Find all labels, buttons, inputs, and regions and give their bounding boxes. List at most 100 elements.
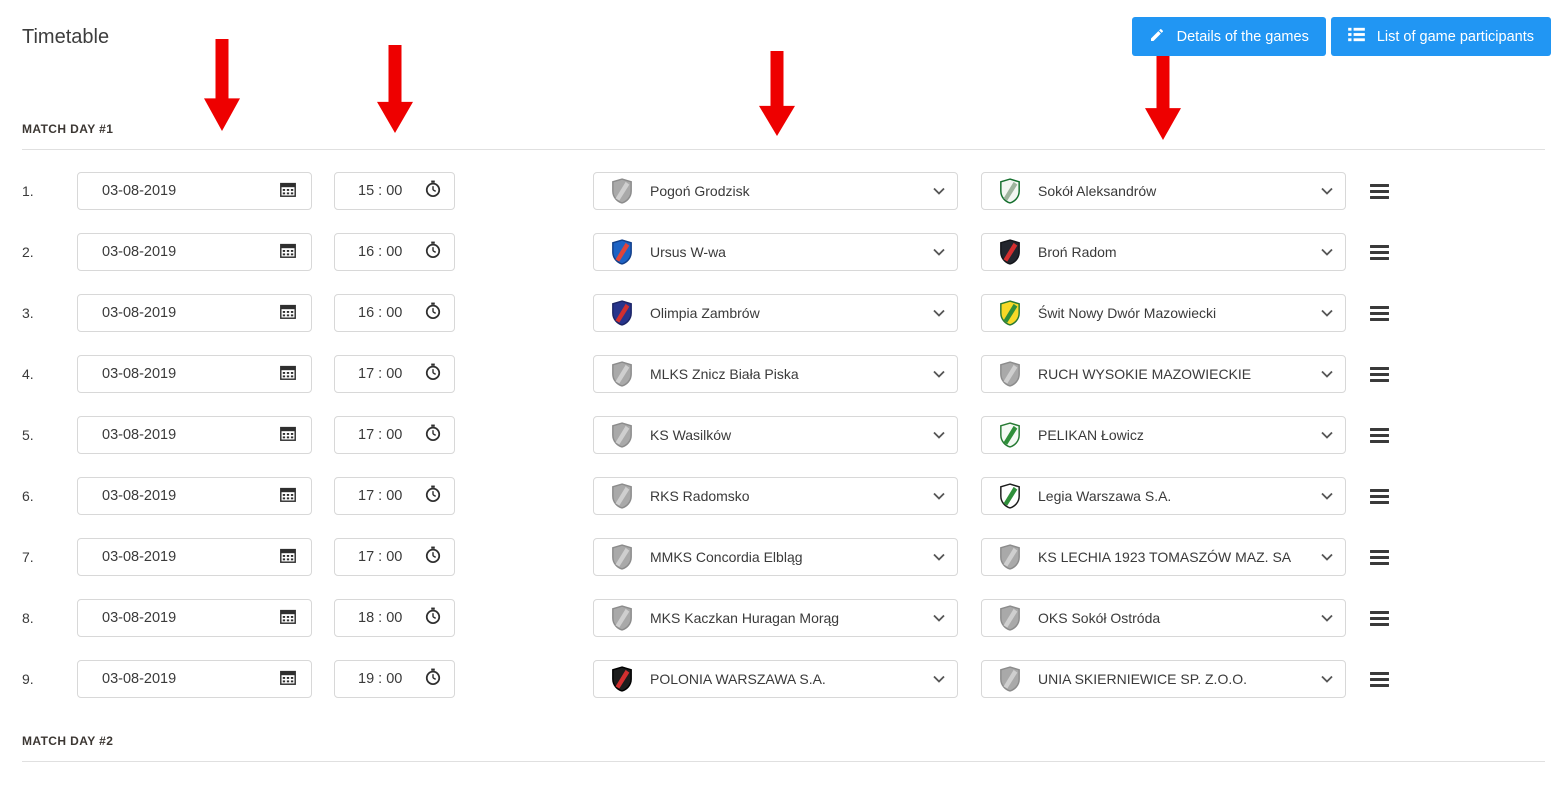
match-number: 4. xyxy=(22,366,34,382)
match-number: 2. xyxy=(22,244,34,260)
calendar-icon[interactable] xyxy=(279,363,297,386)
match-row: 3. 03-08-2019 16 : 00 Olimpia Zambrów xyxy=(22,294,1545,332)
chevron-down-icon xyxy=(933,365,945,383)
calendar-icon[interactable] xyxy=(279,546,297,569)
home-team-select[interactable]: Ursus W-wa xyxy=(593,233,958,271)
calendar-icon[interactable] xyxy=(279,180,297,203)
away-team-select[interactable]: OKS Sokół Ostróda xyxy=(981,599,1346,637)
clock-icon[interactable] xyxy=(425,607,441,630)
away-team-crest-icon xyxy=(1000,178,1020,204)
matchday-1-heading: MATCH DAY #1 xyxy=(22,122,114,136)
home-team-select[interactable]: MLKS Znicz Biała Piska xyxy=(593,355,958,393)
match-date-value: 03-08-2019 xyxy=(102,244,177,260)
away-team-select[interactable]: Legia Warszawa S.A. xyxy=(981,477,1346,515)
match-date-input[interactable]: 03-08-2019 xyxy=(77,355,312,393)
matchday-2-divider xyxy=(22,761,1545,762)
chevron-down-icon xyxy=(1321,243,1333,261)
away-team-select[interactable]: Świt Nowy Dwór Mazowiecki xyxy=(981,294,1346,332)
row-drag-handle-icon[interactable] xyxy=(1370,544,1389,571)
match-number: 3. xyxy=(22,305,34,321)
home-team-select[interactable]: RKS Radomsko xyxy=(593,477,958,515)
away-team-select[interactable]: Broń Radom xyxy=(981,233,1346,271)
match-date-input[interactable]: 03-08-2019 xyxy=(77,477,312,515)
match-time-input[interactable]: 17 : 00 xyxy=(334,538,455,576)
match-time-input[interactable]: 15 : 00 xyxy=(334,172,455,210)
chevron-down-icon xyxy=(933,426,945,444)
home-team-name: Ursus W-wa xyxy=(650,244,726,260)
chevron-down-icon xyxy=(1321,487,1333,505)
chevron-down-icon xyxy=(933,243,945,261)
home-team-select[interactable]: MMKS Concordia Elbląg xyxy=(593,538,958,576)
away-team-name: Świt Nowy Dwór Mazowiecki xyxy=(1038,305,1217,321)
match-date-value: 03-08-2019 xyxy=(102,610,177,626)
clock-icon[interactable] xyxy=(425,363,441,386)
row-drag-handle-icon[interactable] xyxy=(1370,178,1389,205)
chevron-down-icon xyxy=(933,487,945,505)
row-drag-handle-icon[interactable] xyxy=(1370,483,1389,510)
details-of-games-label: Details of the games xyxy=(1176,28,1309,45)
row-drag-handle-icon[interactable] xyxy=(1370,666,1389,693)
match-date-input[interactable]: 03-08-2019 xyxy=(77,660,312,698)
clock-icon[interactable] xyxy=(425,180,441,203)
pencil-icon xyxy=(1149,27,1165,47)
match-date-input[interactable]: 03-08-2019 xyxy=(77,538,312,576)
match-date-input[interactable]: 03-08-2019 xyxy=(77,416,312,454)
list-of-participants-label: List of game participants xyxy=(1376,28,1534,45)
match-time-input[interactable]: 17 : 00 xyxy=(334,477,455,515)
match-date-input[interactable]: 03-08-2019 xyxy=(77,599,312,637)
calendar-icon[interactable] xyxy=(279,668,297,691)
clock-icon[interactable] xyxy=(425,546,441,569)
away-team-name: OKS Sokół Ostróda xyxy=(1038,610,1161,626)
match-row: 1. 03-08-2019 15 : 00 Pogoń Grodzisk xyxy=(22,172,1545,210)
annotation-arrow-time-column xyxy=(377,45,413,133)
home-team-select[interactable]: Pogoń Grodzisk xyxy=(593,172,958,210)
match-time-input[interactable]: 17 : 00 xyxy=(334,416,455,454)
clock-icon[interactable] xyxy=(425,424,441,447)
matchday-2-heading: MATCH DAY #2 xyxy=(22,734,114,748)
match-date-input[interactable]: 03-08-2019 xyxy=(77,233,312,271)
home-team-name: Olimpia Zambrów xyxy=(650,305,760,321)
match-time-value: 16 : 00 xyxy=(358,305,403,321)
calendar-icon[interactable] xyxy=(279,241,297,264)
away-team-name: UNIA SKIERNIEWICE SP. Z.O.O. xyxy=(1038,671,1248,687)
match-date-input[interactable]: 03-08-2019 xyxy=(77,294,312,332)
match-time-input[interactable]: 18 : 00 xyxy=(334,599,455,637)
row-drag-handle-icon[interactable] xyxy=(1370,361,1389,388)
calendar-icon[interactable] xyxy=(279,485,297,508)
home-team-select[interactable]: POLONIA WARSZAWA S.A. xyxy=(593,660,958,698)
chevron-down-icon xyxy=(1321,548,1333,566)
away-team-select[interactable]: KS LECHIA 1923 TOMASZÓW MAZ. SA xyxy=(981,538,1346,576)
clock-icon[interactable] xyxy=(425,302,441,325)
row-drag-handle-icon[interactable] xyxy=(1370,422,1389,449)
away-team-select[interactable]: PELIKAN Łowicz xyxy=(981,416,1346,454)
list-icon xyxy=(1347,27,1365,46)
match-time-input[interactable]: 16 : 00 xyxy=(334,233,455,271)
home-team-select[interactable]: Olimpia Zambrów xyxy=(593,294,958,332)
chevron-down-icon xyxy=(933,548,945,566)
clock-icon[interactable] xyxy=(425,241,441,264)
home-team-select[interactable]: KS Wasilków xyxy=(593,416,958,454)
row-drag-handle-icon[interactable] xyxy=(1370,605,1389,632)
calendar-icon[interactable] xyxy=(279,302,297,325)
clock-icon[interactable] xyxy=(425,668,441,691)
list-of-participants-button[interactable]: List of game participants xyxy=(1330,17,1551,56)
away-team-name: Broń Radom xyxy=(1038,244,1117,260)
row-drag-handle-icon[interactable] xyxy=(1370,300,1389,327)
away-team-select[interactable]: Sokół Aleksandrów xyxy=(981,172,1346,210)
chevron-down-icon xyxy=(1321,365,1333,383)
calendar-icon[interactable] xyxy=(279,607,297,630)
match-time-input[interactable]: 19 : 00 xyxy=(334,660,455,698)
chevron-down-icon xyxy=(1321,426,1333,444)
match-date-input[interactable]: 03-08-2019 xyxy=(77,172,312,210)
away-team-select[interactable]: RUCH WYSOKIE MAZOWIECKIE xyxy=(981,355,1346,393)
row-drag-handle-icon[interactable] xyxy=(1370,239,1389,266)
match-time-input[interactable]: 16 : 00 xyxy=(334,294,455,332)
details-of-games-button[interactable]: Details of the games xyxy=(1131,17,1326,56)
match-time-value: 17 : 00 xyxy=(358,366,403,382)
away-team-crest-icon xyxy=(1000,361,1020,387)
clock-icon[interactable] xyxy=(425,485,441,508)
calendar-icon[interactable] xyxy=(279,424,297,447)
match-time-input[interactable]: 17 : 00 xyxy=(334,355,455,393)
away-team-select[interactable]: UNIA SKIERNIEWICE SP. Z.O.O. xyxy=(981,660,1346,698)
home-team-select[interactable]: MKS Kaczkan Huragan Morąg xyxy=(593,599,958,637)
